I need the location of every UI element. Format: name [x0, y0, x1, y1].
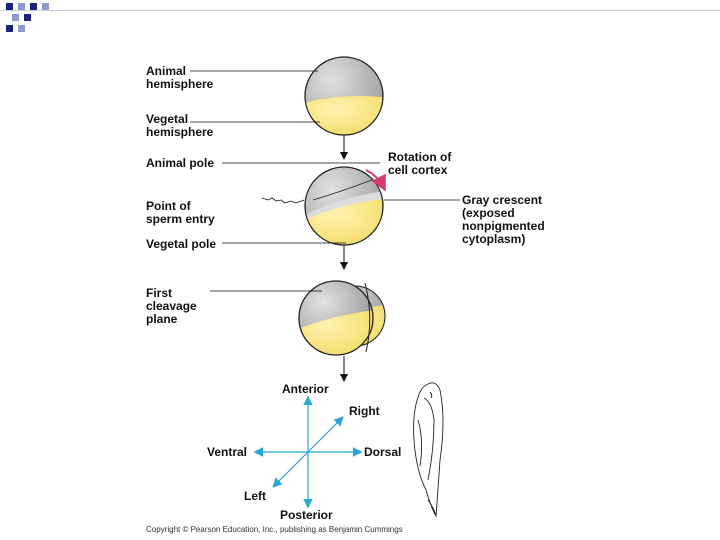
deco-square — [6, 3, 13, 10]
egg-before-fertilization — [304, 56, 384, 136]
deco-square — [18, 3, 25, 10]
axis-label-anterior: Anterior — [282, 382, 329, 396]
deco-square — [42, 3, 49, 10]
tadpole-sketch — [413, 382, 444, 518]
deco-square — [18, 25, 25, 32]
label-animal-hemisphere: Animal hemisphere — [146, 64, 214, 91]
axis-label-left: Left — [244, 489, 266, 503]
rotation-arrow — [365, 169, 386, 192]
label-vegetal-pole: Vegetal pole — [146, 237, 217, 251]
label-vegetal-hemisphere: Vegetal hemisphere — [146, 112, 214, 139]
axis-label-posterior: Posterior — [280, 508, 333, 522]
deco-square — [24, 14, 31, 21]
axis-label-right: Right — [349, 404, 380, 418]
deco-square — [6, 25, 13, 32]
body-axes — [253, 395, 363, 509]
deco-square — [12, 14, 19, 21]
label-rotation-of-cell-cortex: Rotation of cell cortex — [388, 150, 452, 177]
axis-label-dorsal: Dorsal — [364, 445, 402, 459]
label-gray-crescent: Gray crescent (exposed nonpigmented cyto… — [462, 193, 545, 246]
leader-lines — [190, 70, 460, 292]
axis-label-ventral: Ventral — [207, 445, 248, 459]
deco-rule — [0, 10, 720, 11]
egg-with-gray-crescent — [304, 166, 384, 246]
deco-square — [30, 3, 37, 10]
label-first-cleavage-plane: First cleavage plane — [146, 286, 197, 326]
egg-first-cleavage — [298, 280, 386, 356]
label-point-of-sperm-entry: Point of sperm entry — [146, 199, 215, 226]
copyright-notice: Copyright © Pearson Education, Inc., pub… — [146, 525, 403, 534]
label-animal-pole: Animal pole — [146, 156, 215, 170]
